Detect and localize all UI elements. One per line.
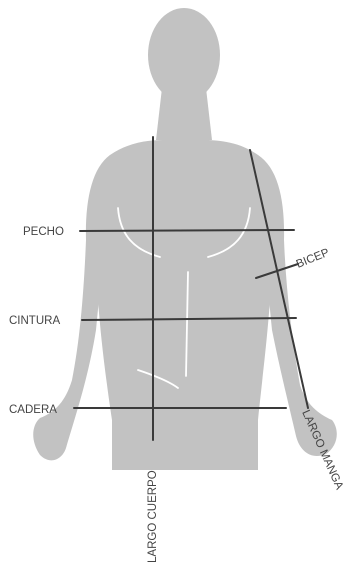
label-cintura: CINTURA (9, 315, 60, 327)
label-bicep: BICEP (295, 247, 332, 271)
label-pecho: PECHO (23, 226, 64, 238)
neck (156, 88, 212, 140)
right-arm (258, 155, 337, 456)
label-largo-cuerpo: LARGO CUERPO (147, 470, 159, 563)
head (148, 8, 220, 102)
torso (92, 140, 276, 470)
label-cadera: CADERA (9, 404, 57, 416)
body-silhouette (33, 8, 337, 470)
chest-line (80, 230, 294, 231)
